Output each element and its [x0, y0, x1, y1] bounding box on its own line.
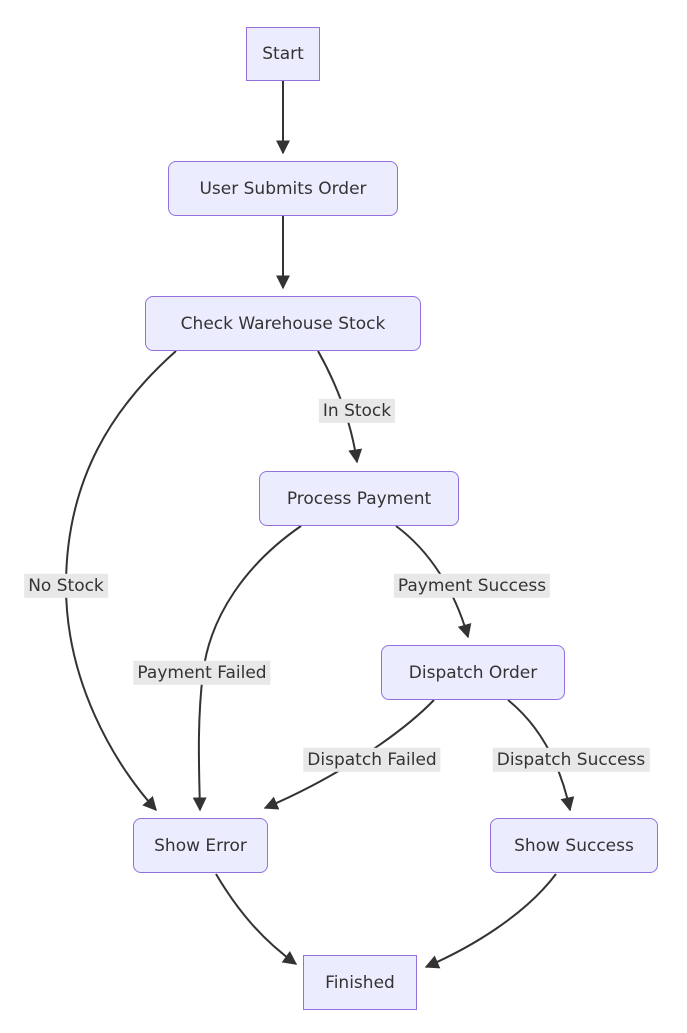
node-show-error-label: Show Error [154, 835, 247, 856]
node-show-error: Show Error [133, 818, 268, 873]
node-finished: Finished [303, 955, 417, 1010]
node-process-payment-label: Process Payment [286, 488, 432, 509]
edge-label-dispatch-success: Dispatch Success [492, 747, 650, 773]
node-show-success: Show Success [490, 818, 658, 873]
edge-success-to-finished [424, 873, 557, 969]
node-finished-label: Finished [325, 972, 395, 993]
node-start-label: Start [262, 44, 304, 64]
edge-label-no-stock: No Stock [24, 573, 108, 599]
edge-label-payment-success: Payment Success [393, 573, 551, 599]
edge-error-to-finished [215, 873, 298, 965]
node-start: Start [246, 27, 320, 81]
node-show-success-label: Show Success [514, 835, 634, 856]
edge-label-payment-failed: Payment Failed [133, 660, 271, 686]
edge-dispatch-to-success [507, 699, 575, 812]
node-process-payment: Process Payment [259, 471, 459, 526]
node-dispatch-order-label: Dispatch Order [408, 662, 538, 683]
edge-label-in-stock: In Stock [318, 398, 396, 424]
node-user-submits-order: User Submits Order [168, 161, 398, 216]
node-user-submits-order-label: User Submits Order [199, 178, 367, 199]
node-dispatch-order: Dispatch Order [381, 645, 565, 700]
node-check-warehouse-stock-label: Check Warehouse Stock [180, 313, 386, 334]
edge-payment-to-dispatch [395, 525, 472, 639]
edge-label-dispatch-failed: Dispatch Failed [303, 747, 441, 773]
node-check-warehouse-stock: Check Warehouse Stock [145, 296, 421, 351]
